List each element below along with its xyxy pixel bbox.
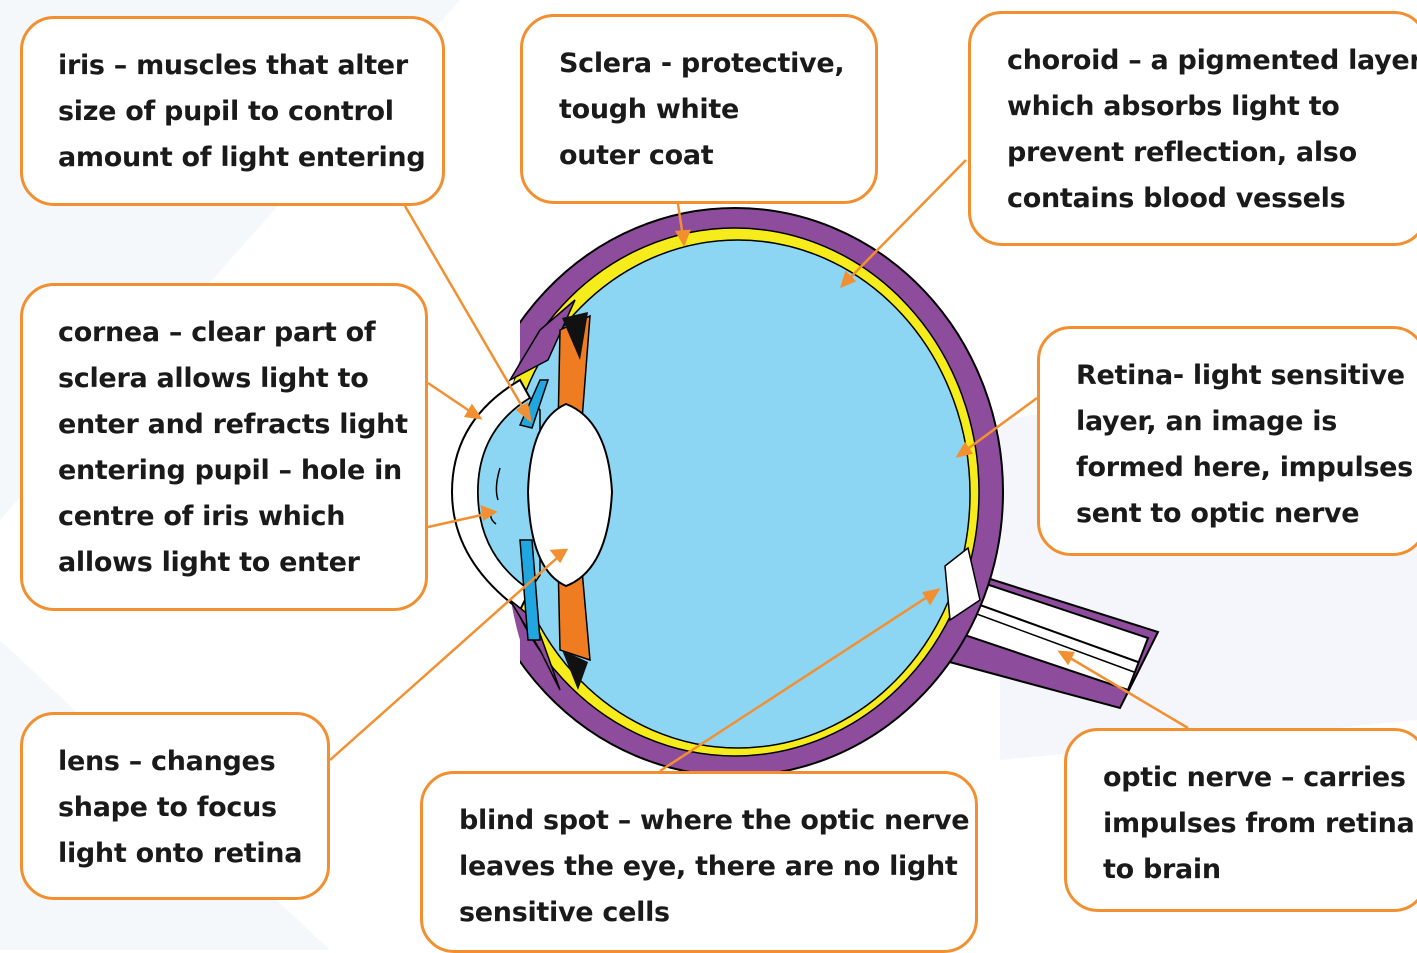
label-lens: lens – changes shape to focus light onto… <box>20 712 330 900</box>
label-choroid-line: choroid – a pigmented layer <box>1007 38 1395 84</box>
label-choroid-line: contains blood vessels <box>1007 176 1395 222</box>
label-sclera-line: outer coat <box>559 133 845 179</box>
label-retina-line: layer, an image is <box>1076 399 1394 445</box>
label-choroid: choroid – a pigmented layer which absorb… <box>968 11 1417 246</box>
label-iris-line: iris – muscles that alter <box>58 43 412 89</box>
label-cornea-line: cornea – clear part of <box>58 310 395 356</box>
label-cornea-line: sclera allows light to <box>58 356 395 402</box>
label-cornea-line: enter and refracts light <box>58 402 395 448</box>
label-optic-nerve-line: impulses from retina <box>1103 801 1395 847</box>
label-choroid-line: which absorbs light to <box>1007 84 1395 130</box>
label-lens-line: light onto retina <box>58 831 297 877</box>
label-retina-line: Retina- light sensitive <box>1076 353 1394 399</box>
label-optic-nerve-line: optic nerve – carries <box>1103 755 1395 801</box>
label-sclera-line: Sclera - protective, <box>559 41 845 87</box>
label-sclera-line: tough white <box>559 87 845 133</box>
label-sclera: Sclera - protective, tough white outer c… <box>520 14 878 204</box>
label-choroid-line: prevent reflection, also <box>1007 130 1395 176</box>
label-cornea-line: entering pupil – hole in <box>58 448 395 494</box>
label-lens-line: lens – changes <box>58 739 297 785</box>
label-cornea-line: centre of iris which <box>58 494 395 540</box>
label-lens-line: shape to focus <box>58 785 297 831</box>
label-blind-spot-line: sensitive cells <box>459 890 945 936</box>
label-iris-line: size of pupil to control <box>58 89 412 135</box>
label-optic-nerve: optic nerve – carries impulses from reti… <box>1064 728 1417 912</box>
label-retina-line: sent to optic nerve <box>1076 491 1394 537</box>
label-blind-spot: blind spot – where the optic nerve leave… <box>420 771 978 953</box>
label-cornea-line: allows light to enter <box>58 540 395 586</box>
label-retina-line: formed here, impulses <box>1076 445 1394 491</box>
label-optic-nerve-line: to brain <box>1103 847 1395 893</box>
label-iris: iris – muscles that alter size of pupil … <box>20 16 445 206</box>
label-retina: Retina- light sensitive layer, an image … <box>1037 326 1417 556</box>
label-cornea: cornea – clear part of sclera allows lig… <box>20 283 428 611</box>
label-iris-line: amount of light entering <box>58 135 412 181</box>
label-blind-spot-line: blind spot – where the optic nerve <box>459 798 945 844</box>
label-blind-spot-line: leaves the eye, there are no light <box>459 844 945 890</box>
